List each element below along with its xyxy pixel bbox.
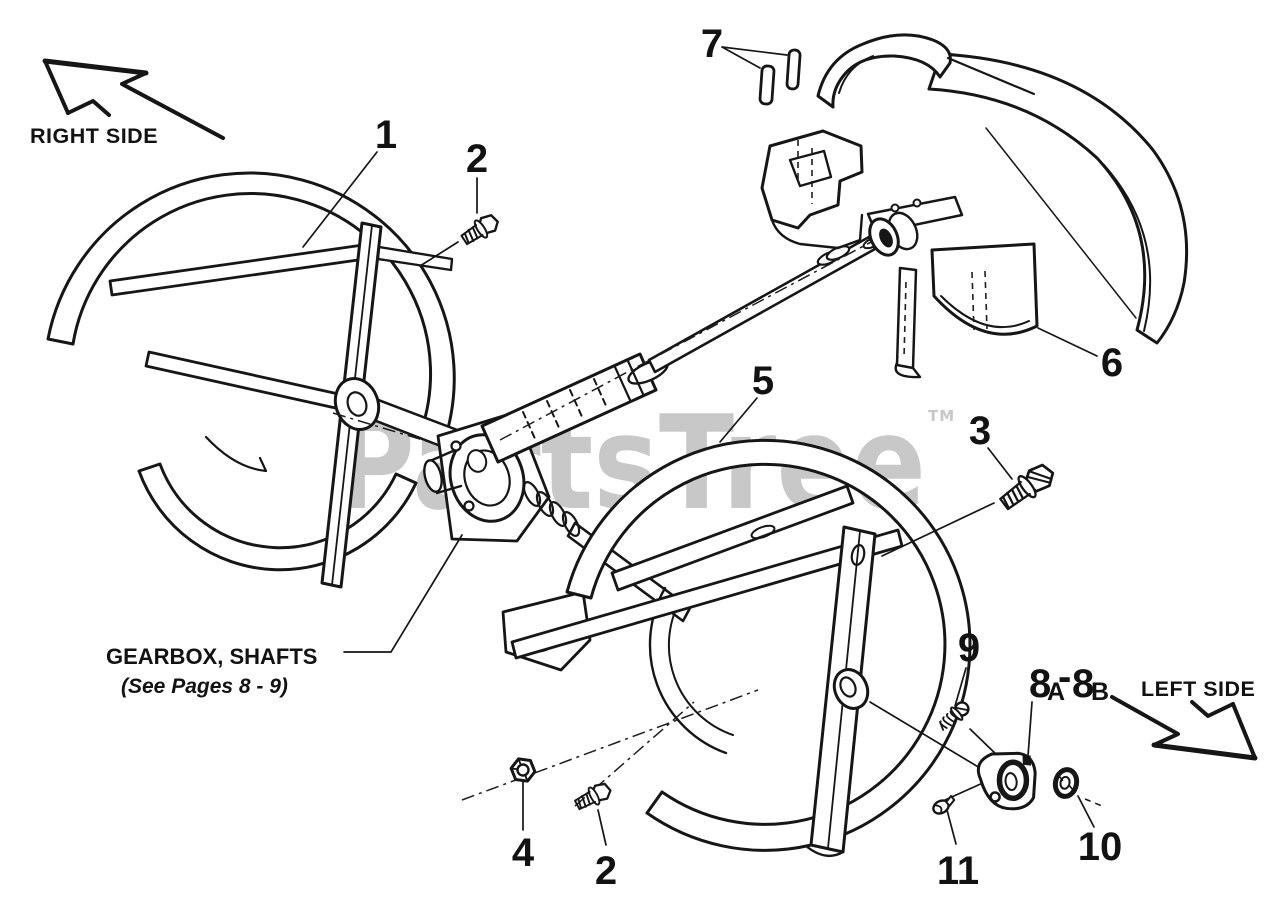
gearbox-note-line1: GEARBOX, SHAFTS [106,644,317,669]
carriage-bolt-top [460,214,499,246]
carriage-bolt-bottom [574,782,612,811]
callout-3: 3 [969,409,991,453]
callout-7: 7 [701,22,723,66]
callout-5: 5 [752,359,774,403]
left-side-label: LEFT SIDE [1141,677,1255,701]
flange-nut [509,757,537,783]
callout-8a-8b: 8 A - 8 B [1029,655,1109,706]
orientation: RIGHT SIDE LEFT SIDE [30,58,1258,761]
handle-strap [816,33,952,109]
leader-lines [302,46,1098,846]
roll-pin [758,64,776,106]
callout-9: 9 [958,626,980,670]
lower-shield [930,242,1039,336]
callout-10: 10 [1078,825,1123,869]
callout-4: 4 [512,831,535,875]
callout-1: 1 [375,113,397,157]
fasteners [460,214,1080,815]
bearing-flange [976,751,1037,811]
callout-6: 6 [1101,341,1123,385]
left-auger-spiral [46,171,487,589]
gearbox-note-line2: (See Pages 8 - 9) [121,675,288,698]
right-side-arrow [42,58,225,140]
callout-8-sub-a: A [1047,678,1065,706]
callout-11: 11 [937,849,979,893]
right-side-label: RIGHT SIDE [30,124,158,148]
callouts: 1 2 7 5 3 6 9 4 2 10 11 8 A - 8 B [375,22,1123,893]
callout-8-first: 8 [1029,662,1051,706]
hex-bolt [999,463,1055,511]
callout-8-sub-b: B [1091,678,1109,706]
callout-2-top: 2 [466,137,488,181]
self-tapping-screw [939,701,970,731]
roll-pin [785,48,802,91]
watermark-tm: TM [928,407,955,425]
callout-2-bottom: 2 [595,849,617,893]
gearbox-bolt-head [450,440,462,452]
shear-key [932,795,956,815]
gearbox-bolt-head [463,500,475,512]
housing-shield [927,52,1189,345]
gearbox-note: GEARBOX, SHAFTS (See Pages 8 - 9) [106,644,317,698]
left-side-arrow [1110,695,1258,761]
callout-8-second: 8 [1072,662,1094,706]
lower-auger-spiral [501,438,972,858]
auger-housing-bracket [758,33,1189,379]
callout-8-dash: - [1058,655,1071,699]
mount-bracket [760,129,864,230]
lock-nut [1052,767,1080,799]
worm-spring [522,481,581,537]
